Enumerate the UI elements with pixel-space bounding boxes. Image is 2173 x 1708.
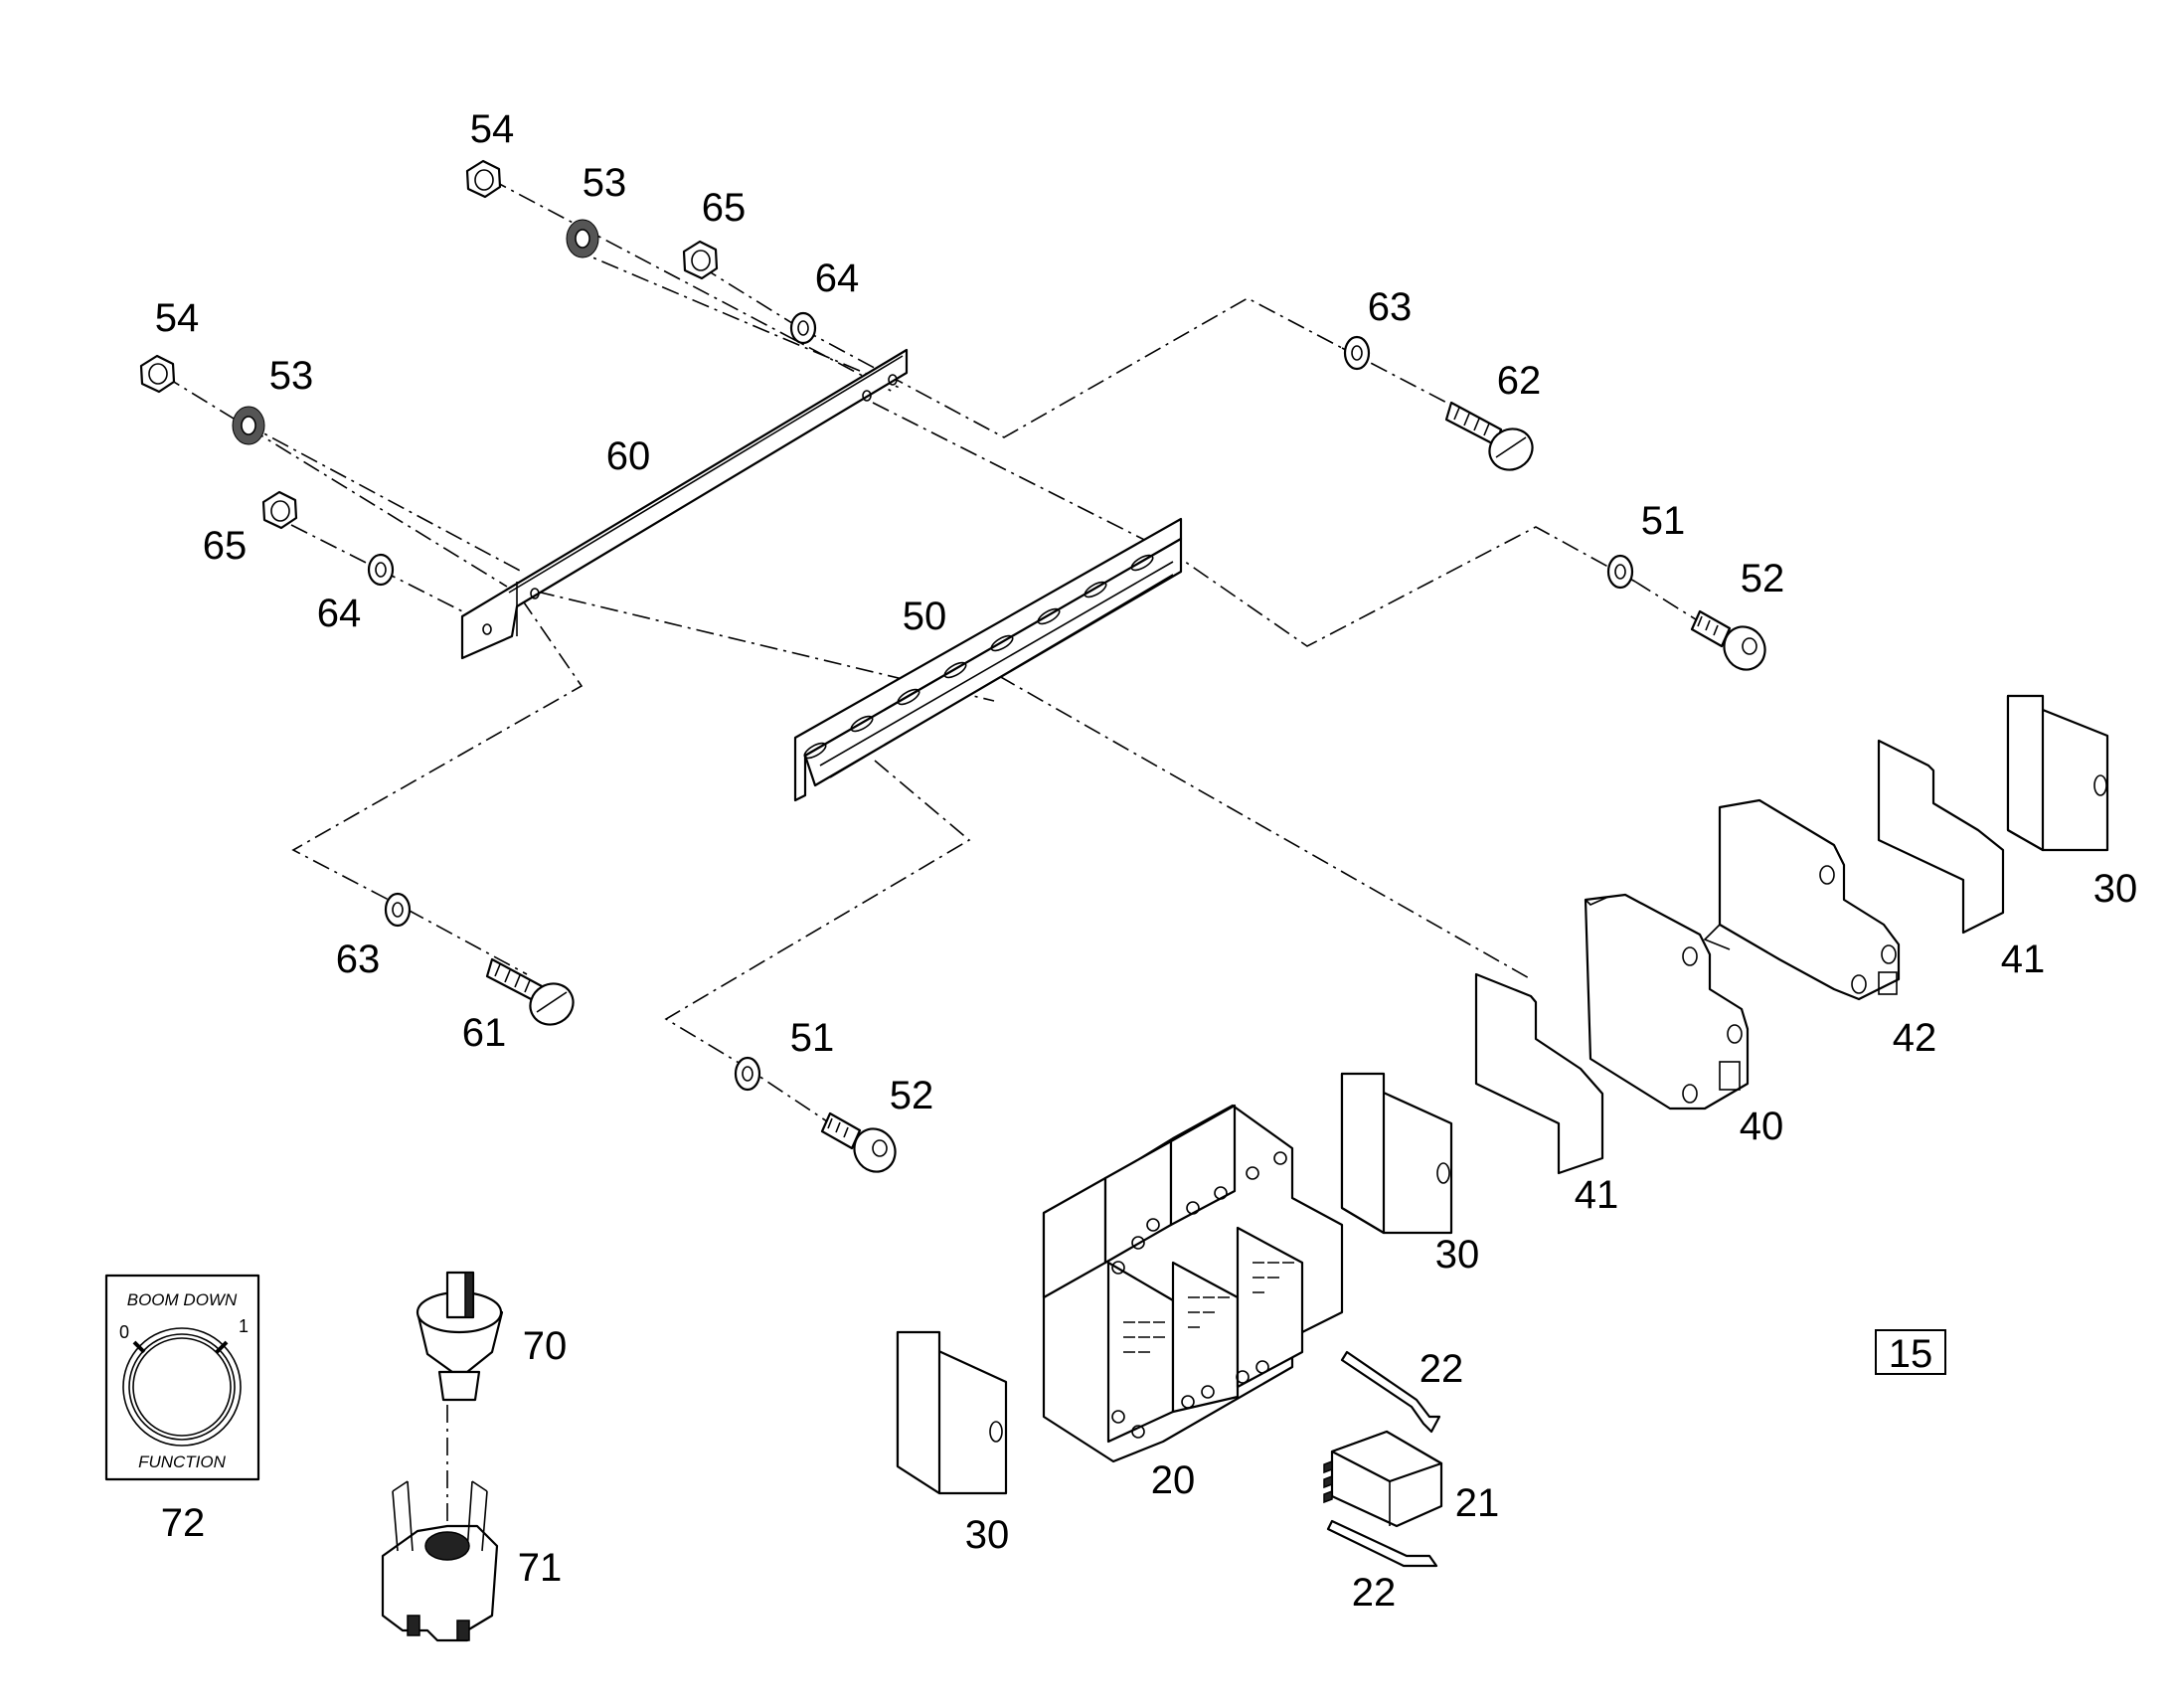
callout-64: 64 [815,256,860,300]
washer-51-left [734,1056,761,1092]
retaining-clip-22-bottom [1326,1519,1438,1568]
end-cover-30-right [2006,694,2109,852]
terminal-block-42 [1703,798,1901,1001]
callout-65: 65 [203,524,248,568]
end-cover-30-bottom [896,1330,1008,1495]
socket-screw-52-left [820,1111,897,1173]
callout-72: 72 [161,1501,206,1545]
lock-washer-53-top [566,219,599,258]
callout-62: 62 [1497,359,1542,403]
page-reference-number: 15 [1889,1332,1933,1376]
lock-washer-53-left [232,406,265,445]
callout-42: 42 [1893,1016,1937,1060]
relay-21 [1323,1430,1443,1528]
slotted-screw-61 [485,957,575,1026]
nut-65-left [261,490,298,530]
callout-63: 63 [1368,285,1413,329]
leader-lines [163,178,1716,1521]
washer-64-top [789,311,817,345]
plate-bottom-text: FUNCTION [138,1452,227,1471]
callout-52: 52 [890,1074,934,1117]
nut-54-top [465,159,502,199]
callout-labels: 54 53 65 64 54 53 65 64 60 50 63 62 51 5… [155,107,2138,1615]
nut-65-top [682,240,719,280]
plate-top-text: BOOM DOWN [127,1290,238,1309]
washer-51-right [1606,554,1634,590]
callout-50: 50 [903,595,947,638]
callout-53: 53 [583,161,627,205]
callout-22: 22 [1352,1571,1397,1615]
slotted-screw-62 [1444,401,1534,471]
callout-20: 20 [1151,1458,1196,1502]
callout-63: 63 [336,938,381,981]
callout-51: 51 [1641,499,1686,543]
retaining-clip-22-top [1340,1350,1441,1434]
callout-52: 52 [1741,557,1785,600]
callout-60: 60 [606,434,651,478]
page-reference-box: 15 [1875,1329,1946,1376]
partition-plate-41-left [1474,972,1604,1175]
relay-socket-assembly-20 [1042,1104,1344,1463]
din-rail-50 [793,517,1183,802]
washer-63-left [384,892,412,928]
callout-51: 51 [790,1016,835,1060]
callout-54: 54 [470,107,515,151]
legend-plate-72: BOOM DOWN FUNCTION 0 1 [104,1274,260,1481]
plate-mark-0: 0 [119,1322,129,1342]
nut-54-left [139,354,176,394]
plate-mark-1: 1 [239,1316,249,1336]
callout-21: 21 [1455,1481,1500,1525]
end-cover-30-middle [1340,1072,1453,1235]
callout-70: 70 [523,1324,568,1368]
callout-22: 22 [1420,1347,1464,1391]
callout-30: 30 [1435,1233,1480,1277]
washer-64-left [367,553,395,587]
callout-71: 71 [518,1546,563,1590]
mounting-bracket-60 [460,348,909,660]
contact-block-71 [381,1480,499,1642]
terminal-block-40 [1584,893,1750,1110]
key-switch-actuator-70 [416,1271,504,1402]
callout-41: 41 [2001,938,2046,981]
callout-65: 65 [702,186,747,230]
callout-54: 54 [155,296,200,340]
callout-53: 53 [269,354,314,398]
callout-40: 40 [1740,1105,1784,1148]
callout-64: 64 [317,592,362,635]
partition-plate-41-right [1877,739,2005,935]
washer-63-right [1343,335,1371,371]
callout-41: 41 [1575,1173,1619,1217]
socket-screw-52-right [1690,609,1766,671]
rail-slots [803,554,1154,760]
callout-30: 30 [965,1513,1010,1557]
callout-61: 61 [462,1011,507,1055]
callout-30: 30 [2093,867,2138,911]
